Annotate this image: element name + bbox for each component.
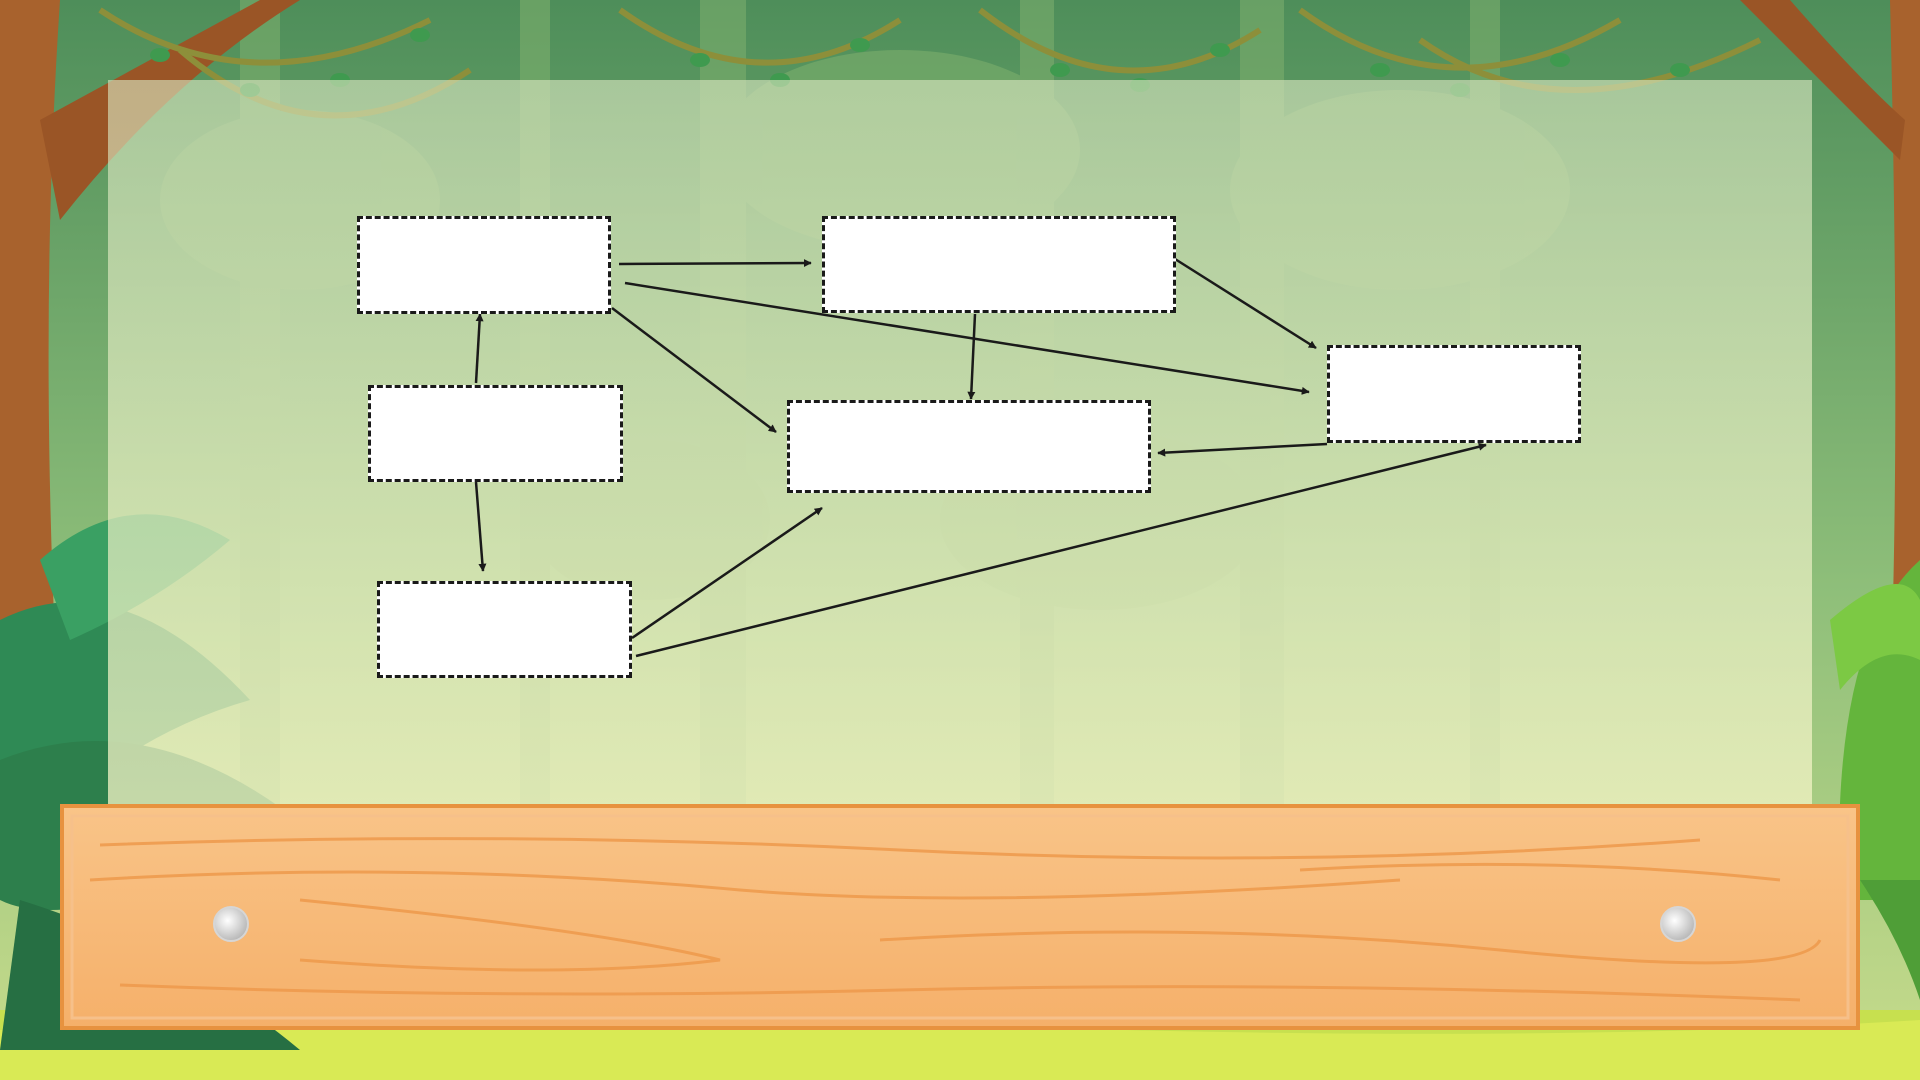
diagram-box-6[interactable]: [377, 581, 632, 678]
arrow-b1-b3: [624, 281, 1310, 395]
arrow-b2-b5: [967, 313, 977, 400]
arrow-b6-b5: [631, 506, 823, 640]
diagram-box-1[interactable]: [357, 216, 611, 314]
tree-trunks: [0, 0, 1920, 880]
arrow-b1-b2: [618, 259, 812, 268]
wood-grain: [89, 837, 1822, 1002]
arrow-b4-b1: [474, 313, 484, 384]
arrow-b3-b5: [1157, 442, 1328, 457]
arrow-b2-b3: [1174, 257, 1317, 350]
arrow-b6-b3: [635, 442, 1487, 658]
diagram-arrows: [474, 257, 1487, 658]
diagram-box-3[interactable]: [1327, 345, 1581, 443]
diagram-box-2[interactable]: [822, 216, 1176, 313]
arrow-b4-b6: [474, 481, 487, 572]
wooden-plank: [60, 804, 1860, 1030]
left-nail: [213, 906, 249, 942]
arrow-b1-b5: [611, 307, 777, 433]
diagram-box-4[interactable]: [368, 385, 623, 482]
right-nail: [1660, 906, 1696, 942]
diagram-box-5[interactable]: [787, 400, 1151, 493]
